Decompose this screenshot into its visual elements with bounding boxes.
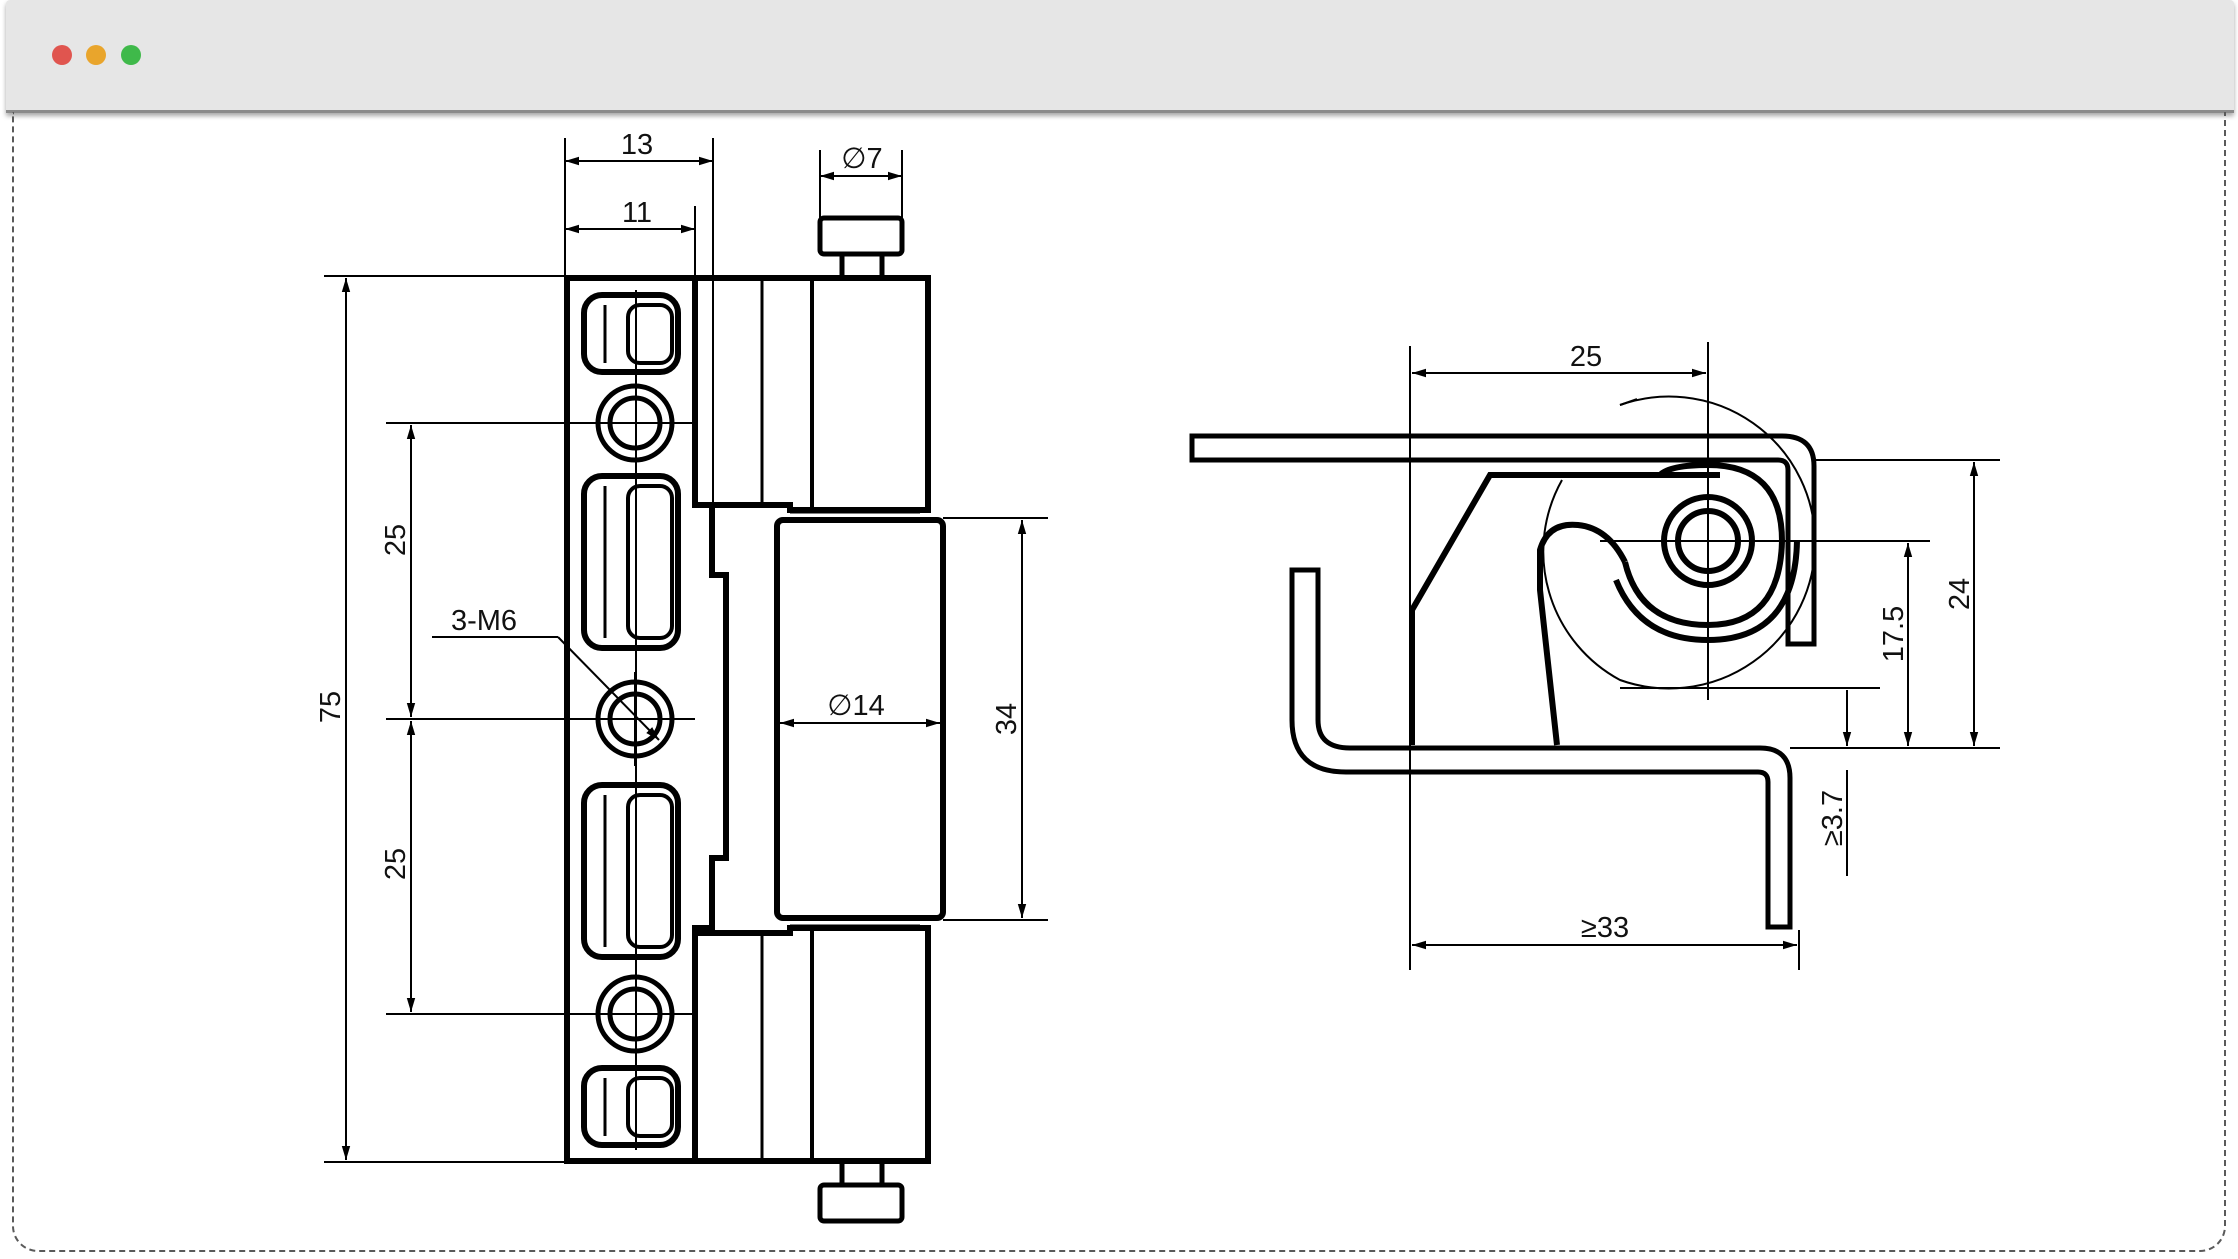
close-window-button[interactable]	[52, 45, 72, 65]
dim-barrel-dia: ∅14	[827, 690, 885, 722]
callout-thread: 3-M6	[451, 605, 517, 637]
dim-total-height: 75	[315, 691, 347, 723]
dim-hole-upper: 25	[380, 524, 412, 556]
dim-height: 24	[1944, 578, 1976, 610]
slot-lower	[581, 782, 681, 960]
dimension-lines-front	[324, 138, 1048, 1163]
pin-bottom	[817, 1158, 905, 1224]
dim-gap: ≥3.7	[1817, 790, 1849, 846]
dim-barrel-len: 34	[991, 703, 1023, 735]
maximize-window-button[interactable]	[121, 45, 141, 65]
side-view-labels: 25 24 17.5 ≥3.7 ≥33	[1570, 341, 1976, 944]
rotation-circle	[1542, 395, 1817, 690]
slot-upper	[581, 473, 681, 651]
dim-top-inner: 11	[622, 197, 652, 229]
side-view	[1189, 342, 2000, 970]
window-titlebar	[6, 0, 2234, 113]
front-view	[324, 138, 1048, 1224]
knuckle-upper	[695, 275, 931, 513]
drawing-canvas	[12, 112, 2226, 1252]
dim-pin-dia: ∅7	[841, 143, 882, 175]
top-leaf	[1189, 433, 1817, 647]
dim-top-outer: 13	[621, 129, 653, 161]
front-view-labels: 13 11 ∅7 75 25 25 3-M6 ∅14 34	[315, 129, 1023, 880]
dim-pivot-height: 17.5	[1878, 606, 1910, 662]
minimize-window-button[interactable]	[86, 45, 106, 65]
dimension-lines-side	[1409, 346, 2000, 970]
hinge-body	[1409, 472, 1720, 746]
spring-coil	[1600, 342, 1930, 700]
dim-pivot-offset: 25	[1570, 341, 1602, 373]
slot-top	[581, 292, 681, 375]
dim-min-width: ≥33	[1581, 912, 1629, 944]
knuckle-lower	[695, 925, 931, 1164]
barrel-middle	[774, 510, 946, 928]
slot-bottom	[581, 1065, 681, 1148]
dim-hole-lower: 25	[380, 848, 412, 880]
pin-top	[817, 215, 905, 281]
bottom-leaf	[1289, 567, 1793, 930]
